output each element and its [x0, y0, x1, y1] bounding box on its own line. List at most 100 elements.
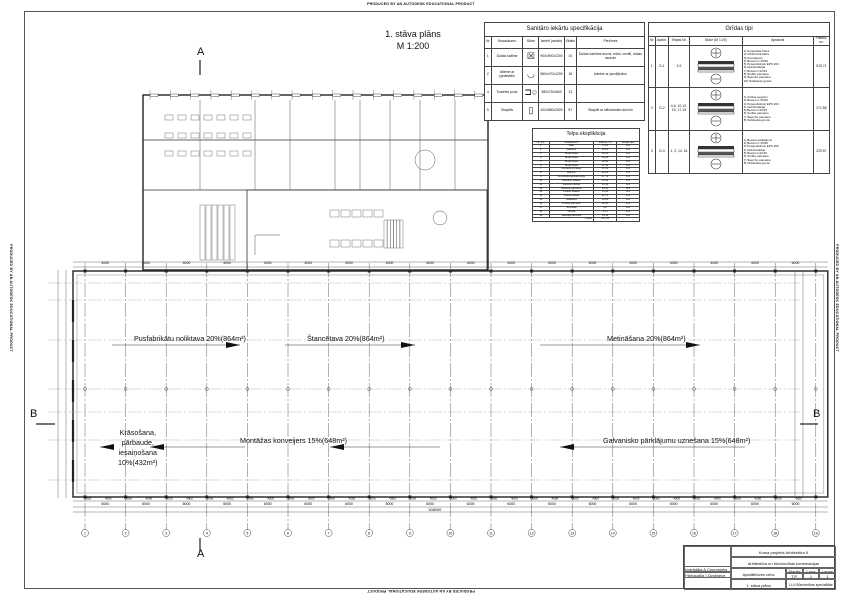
col-header: Apzīm.: [654, 35, 670, 46]
locker: [387, 219, 391, 249]
floor-types-table: Grīdas tipi Nr Apzīm. Telpas Nr. Skice (…: [648, 22, 831, 174]
zone-label: Montāžas konveijers 15%(648m²): [240, 436, 348, 445]
column: [327, 495, 331, 499]
cell-sketch: [688, 87, 743, 132]
cell-area: 229,57: [812, 130, 831, 174]
grid-axis-bubble: [365, 529, 373, 537]
section-marker-a-bottom: A: [197, 548, 205, 560]
desk: [216, 114, 226, 121]
dimension-label: 6000: [629, 502, 637, 506]
layer-description: 6) Hidroizolācija: [743, 65, 766, 70]
office-window: [434, 93, 443, 97]
dimension-label: 6000: [589, 502, 597, 506]
flow-arrow-head: [401, 342, 415, 348]
dimension-label: 4000: [186, 497, 193, 501]
role-student: Izstrādāja A.Cepurnieks: [684, 566, 731, 572]
dimension-label: 6000: [183, 502, 191, 506]
column: [570, 269, 574, 273]
column: [814, 269, 818, 273]
dimension-label: 4000: [673, 497, 680, 501]
dimension-label: 6000: [426, 502, 434, 506]
dimension-label: 4000: [592, 497, 599, 501]
dimension-label: 2000: [369, 497, 376, 501]
dimension-label: 2000: [166, 497, 173, 501]
zone-line: pārbaude,: [121, 438, 154, 447]
layer-description: 1) Betona pārklājums: [743, 137, 773, 142]
column: [448, 269, 452, 273]
dimension-label: 6000: [345, 502, 353, 506]
layer-description: 8) Noblietēta grunts: [743, 118, 770, 123]
grid-axis-bubble: [812, 529, 820, 537]
column: [245, 269, 249, 273]
zone-label: Galvanisko pārklājumu uznešana 15%(648m²…: [603, 436, 751, 445]
dimension-label: 6000: [710, 502, 718, 506]
grid-axis-bubble: [649, 529, 658, 537]
desk: [216, 132, 226, 139]
dimension-label: 6000: [264, 502, 272, 506]
cell-name: Tualetes pods: [490, 83, 524, 103]
dimension-label: 2000: [409, 497, 416, 501]
section-marker-a-top: A: [197, 46, 205, 58]
dimension-label: 6000: [101, 502, 109, 506]
dimension-label: 4000: [183, 261, 191, 265]
grid-axis-bubble: [487, 529, 495, 537]
locker: [390, 219, 394, 249]
watermark-top: PRODUCED BY AN AUTODESK EDUCATIONAL PROD…: [367, 2, 475, 6]
partition-grid: [199, 204, 206, 261]
desk: [242, 114, 252, 121]
cell-note: Skapīši ar slēdzamām durvīm: [575, 101, 646, 121]
layer-description: 8) Noblietēta grunts: [743, 160, 770, 165]
dimension-label: 4000: [105, 497, 112, 501]
floor-layer-sketch: [697, 90, 734, 127]
stair: [254, 234, 280, 255]
column: [286, 269, 290, 273]
column: [611, 495, 615, 499]
layer-description: 3) Putupolistirols EPS 200: [743, 144, 779, 149]
floor-layer-sketch: [697, 47, 734, 84]
shower-stall: [351, 239, 362, 248]
column: [164, 495, 168, 499]
grid-axis-number: 8: [368, 532, 370, 536]
desk: [190, 114, 200, 121]
dimension-label: 6000: [142, 502, 150, 506]
dimension-label: 2000: [450, 497, 457, 501]
column: [448, 495, 452, 499]
grid-axis-number: 11: [489, 532, 493, 536]
zone-line: 10%(432m²): [118, 458, 158, 467]
zone-label: Pusfabrikātu noliktava 20%(864m²): [134, 334, 246, 343]
layer-description: 7) Betons C12/15: [743, 68, 768, 73]
layer-description: 4) Hidroizolācija: [743, 147, 766, 152]
table-title: Grīdas tipi: [648, 22, 830, 37]
dimension-label: 4000: [714, 497, 721, 501]
cell-count: 57: [563, 101, 577, 121]
cell-nr: 5: [484, 101, 492, 121]
col-header: Platība, m²: [812, 35, 831, 46]
inner-column: [814, 387, 818, 391]
col-header: Nosaukums: [490, 35, 524, 49]
partition-grid: [223, 204, 230, 261]
zone-line: Krāsošana,: [119, 428, 156, 437]
column: [773, 269, 777, 273]
total-value: 657,18: [593, 217, 618, 223]
office-window: [373, 93, 382, 97]
office-window: [312, 93, 321, 97]
grid-axis-bubble: [81, 529, 89, 537]
layer-description: 2) Betons C 25/30: [743, 141, 768, 146]
dimension-label: 4000: [548, 261, 556, 265]
office-window: [332, 93, 341, 97]
sheets-header: Lapas: [819, 568, 836, 573]
grid-axis-bubble: [568, 529, 576, 537]
room-explication-table: Telpu eksplikācija Nr. p.k. Nosaukums Pl…: [531, 128, 640, 223]
desk: [229, 150, 239, 157]
cell-sketch: [688, 44, 743, 89]
dimension-label: 4000: [386, 261, 394, 265]
dimension-label: 6000: [304, 502, 312, 506]
cell-name: Izlietne ar pjedestālu: [490, 65, 524, 85]
column: [651, 495, 655, 499]
grid-axis-number: 16: [692, 532, 696, 536]
